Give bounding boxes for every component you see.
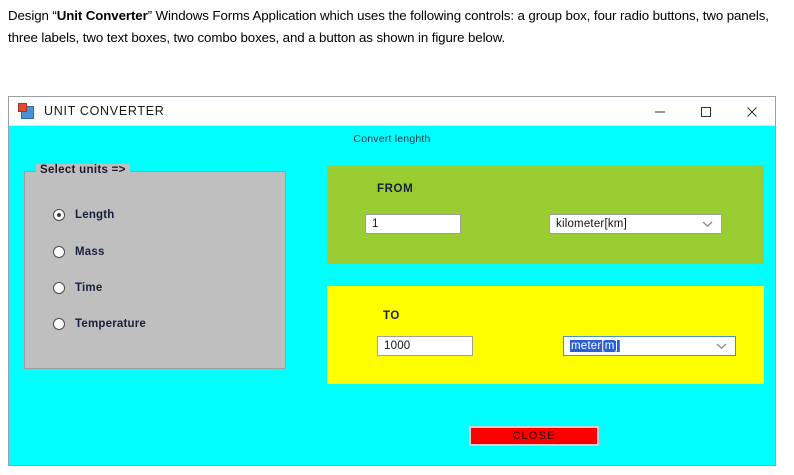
- group-box-title: Select units =>: [36, 164, 130, 176]
- chevron-down-icon: [716, 342, 727, 350]
- radio-label-time: Time: [75, 282, 103, 294]
- unit-converter-window: UNIT CONVERTER Convert lenghth Select un…: [8, 96, 776, 466]
- radio-button-temperature[interactable]: Temperature: [53, 318, 146, 330]
- radio-label-mass: Mass: [75, 246, 105, 258]
- select-units-group-box: Select units => Length Mass Time Tempera…: [24, 164, 286, 369]
- from-panel: FROM 1 kilometer[km]: [327, 165, 764, 264]
- window-control-buttons: [637, 97, 775, 126]
- to-unit-combobox[interactable]: meter[m]: [563, 336, 736, 356]
- text-caret: [618, 340, 620, 352]
- from-label: FROM: [377, 183, 414, 195]
- question-prompt-text: Design “Unit Converter” Windows Forms Ap…: [8, 5, 784, 48]
- minimize-icon[interactable]: [637, 97, 683, 126]
- radio-indicator-temperature: [53, 318, 65, 330]
- radio-label-temperature: Temperature: [75, 318, 147, 330]
- radio-indicator-time: [53, 282, 65, 294]
- to-label: TO: [383, 310, 400, 322]
- from-value-textbox[interactable]: 1: [365, 214, 461, 234]
- to-value-textbox[interactable]: 1000: [377, 336, 473, 356]
- to-unit-combobox-value: meter[m]: [570, 340, 619, 352]
- from-unit-combobox[interactable]: kilometer[km]: [549, 214, 722, 234]
- prompt-bold-term: Unit Converter: [56, 8, 148, 23]
- radio-button-mass[interactable]: Mass: [53, 246, 105, 258]
- radio-button-time[interactable]: Time: [53, 282, 102, 294]
- maximize-icon[interactable]: [683, 97, 729, 126]
- radio-button-length[interactable]: Length: [53, 209, 115, 221]
- close-button[interactable]: CLOSE: [469, 426, 599, 446]
- chevron-down-icon: [702, 220, 713, 228]
- prompt-part-2: ” Windows Forms Application which uses t…: [8, 8, 769, 45]
- from-unit-combobox-value: kilometer[km]: [556, 218, 627, 230]
- window-title: UNIT CONVERTER: [44, 104, 165, 118]
- prompt-part-1: Design “: [8, 8, 57, 23]
- radio-label-length: Length: [75, 209, 115, 221]
- convert-header-label: Convert lenghth: [353, 133, 431, 145]
- to-panel: TO 1000 meter[m]: [327, 286, 764, 384]
- radio-indicator-length: [53, 209, 65, 221]
- windows-forms-app-icon: [18, 103, 34, 119]
- window-title-bar[interactable]: UNIT CONVERTER: [9, 97, 775, 126]
- close-icon[interactable]: [729, 97, 775, 126]
- radio-indicator-mass: [53, 246, 65, 258]
